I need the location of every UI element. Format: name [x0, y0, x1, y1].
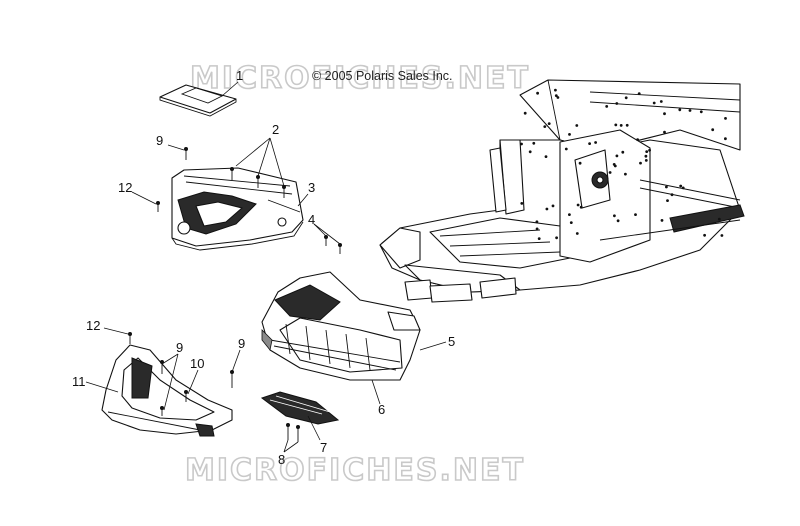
chassis-holes	[520, 88, 727, 241]
callout-6: 6	[378, 402, 385, 417]
rivet-hole	[615, 154, 619, 158]
rivet-hole	[624, 96, 628, 100]
rivet-hole	[532, 141, 536, 145]
rivet-hole	[660, 219, 664, 222]
callout-7: 7	[320, 440, 327, 455]
rivet-hole	[556, 96, 560, 99]
rivet-hole	[619, 124, 623, 127]
rivet-hole	[666, 199, 669, 203]
fasteners-upper	[156, 147, 342, 254]
rivet-hole	[615, 102, 619, 105]
rivet-hole	[612, 163, 616, 166]
part-11-front-bumper	[101, 332, 234, 437]
rivet-hole	[544, 155, 548, 159]
part-7-skid-plate	[260, 391, 340, 425]
rivet-hole	[575, 232, 579, 235]
rivet-hole	[720, 234, 724, 237]
rivet-hole	[575, 124, 579, 127]
rivet-hole	[555, 236, 558, 240]
watermark-top: MICROFICHES.NET	[190, 61, 530, 96]
chassis-frame	[379, 79, 745, 303]
rivet-hole	[639, 161, 642, 165]
rivet-hole	[564, 147, 568, 151]
rivet-hole	[608, 171, 612, 174]
rivet-hole	[679, 184, 683, 188]
rivet-hole	[614, 123, 618, 127]
rivet-hole	[652, 101, 656, 105]
callout-9-right: 9	[238, 336, 245, 351]
callout-5: 5	[448, 334, 455, 349]
rivet-hole	[724, 117, 727, 120]
rivet-hole	[528, 150, 532, 154]
rivet-hole	[588, 142, 591, 146]
rivet-hole	[644, 159, 648, 162]
rivet-hole	[717, 217, 721, 221]
rivet-hole	[537, 237, 541, 241]
rivet-hole	[678, 108, 682, 112]
rivet-hole	[624, 172, 627, 176]
rivet-hole	[699, 110, 703, 114]
callout-12-upper: 12	[118, 180, 132, 195]
rivet-hole	[568, 213, 571, 217]
copyright-text: © 2005 Polaris Sales Inc.	[312, 69, 453, 83]
rivet-hole	[543, 125, 547, 128]
rivet-hole	[663, 112, 666, 116]
rivet-hole	[663, 130, 666, 134]
rivet-hole	[724, 137, 727, 141]
rivet-hole	[711, 128, 715, 132]
rivet-hole	[523, 111, 527, 115]
rivet-hole	[688, 109, 692, 112]
rivet-hole	[634, 213, 637, 217]
rivet-hole	[578, 161, 582, 165]
rivet-hole	[535, 220, 539, 224]
rivet-hole	[625, 123, 629, 127]
rivet-hole	[535, 227, 539, 231]
watermark-bottom: MICROFICHES.NET	[185, 453, 525, 488]
fasteners-part-8	[286, 423, 300, 442]
callout-11: 11	[72, 374, 86, 389]
rivet-hole	[554, 88, 557, 92]
callout-3: 3	[308, 180, 315, 195]
callout-12-lower: 12	[86, 318, 100, 333]
callout-labels: 1 2 3 4 5 6 7 8 9 9 9 10 11 12 12	[72, 68, 455, 467]
rivet-hole	[644, 154, 648, 158]
rivet-hole	[613, 214, 616, 218]
rivet-hole	[665, 185, 668, 189]
part-3-upper-pan	[171, 167, 304, 251]
rivet-hole	[579, 205, 583, 209]
callout-4: 4	[308, 212, 315, 227]
callout-10: 10	[190, 356, 204, 371]
rivet-hole	[637, 92, 641, 95]
rivet-hole	[621, 150, 625, 154]
rivet-hole	[554, 94, 558, 97]
rivet-hole	[520, 142, 523, 146]
rivet-hole	[536, 91, 539, 95]
rivet-hole	[636, 138, 639, 142]
rivet-hole	[520, 202, 524, 205]
rivet-hole	[594, 141, 597, 144]
callout-8: 8	[278, 452, 285, 467]
rivet-hole	[645, 150, 649, 154]
rivet-hole	[576, 203, 580, 207]
leader-lines	[85, 81, 447, 453]
rivet-hole	[551, 204, 555, 208]
rivet-hole	[659, 100, 663, 103]
rivet-hole	[616, 219, 620, 223]
rivet-hole	[703, 233, 706, 237]
callout-9-upper: 9	[156, 133, 163, 148]
callout-9-bumper: 9	[176, 340, 183, 355]
rivet-hole	[547, 122, 551, 125]
rivet-hole	[545, 207, 549, 211]
callout-1: 1	[236, 68, 243, 83]
rivet-hole	[681, 186, 685, 190]
callout-2: 2	[272, 122, 279, 137]
rivet-hole	[569, 221, 573, 225]
rivet-hole	[670, 193, 674, 197]
rivet-hole	[568, 133, 571, 136]
rivet-hole	[648, 148, 651, 152]
part-6-belly-pan	[261, 271, 421, 381]
rivet-hole	[605, 105, 609, 108]
